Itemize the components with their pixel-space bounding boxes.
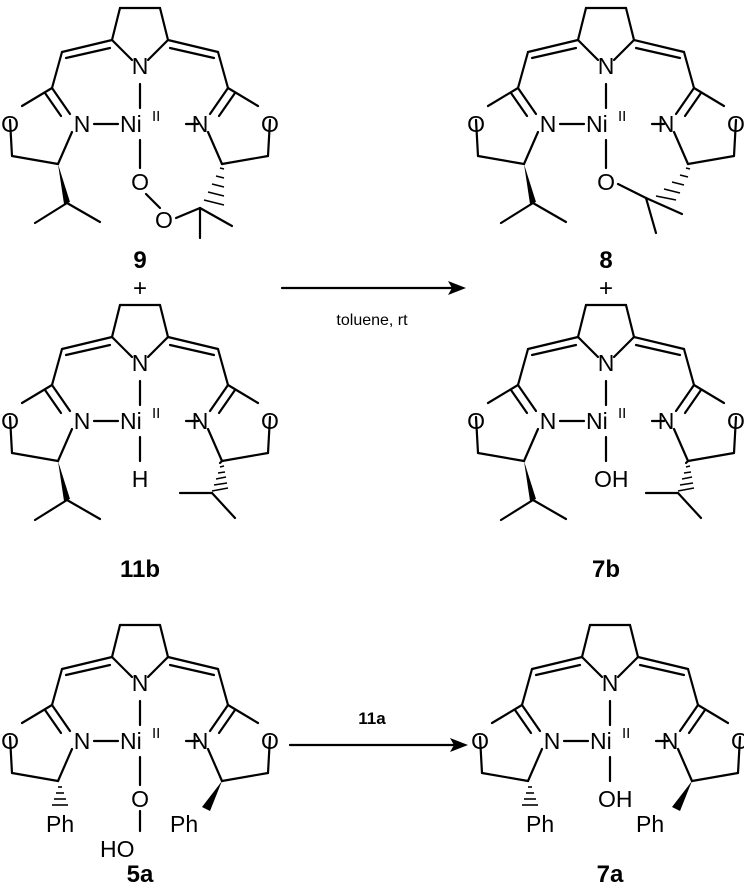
reaction-arrow-bottom: 11a <box>288 709 468 752</box>
compound-8: O 8 <box>465 6 744 274</box>
atom-ph: Ph <box>46 811 74 837</box>
atom-ph: Ph <box>636 811 664 837</box>
atom-oh: OH <box>594 466 629 492</box>
reaction-condition: 11a <box>358 709 386 728</box>
plus-sign: + <box>599 275 613 302</box>
compound-label: 5a <box>127 861 154 888</box>
atom-ho: HO <box>100 836 135 862</box>
compound-label: 7b <box>592 556 620 583</box>
compound-7b: OH 7b <box>465 303 744 583</box>
compound-label: 7a <box>597 861 624 888</box>
compound-11b: H 11b <box>0 303 281 583</box>
compound-label: 9 <box>133 247 146 274</box>
compound-5a: Ph Ph O HO 5a <box>0 623 281 888</box>
atom-o: O <box>131 786 149 812</box>
plus-sign: + <box>133 275 147 302</box>
atom-o: O <box>155 207 173 233</box>
compound-label: 8 <box>599 247 612 274</box>
atom-o: O <box>597 169 615 195</box>
compound-label: 11b <box>120 556 160 583</box>
reaction-arrow-top: toluene, rt <box>280 281 466 329</box>
atom-o: O <box>131 169 149 195</box>
atom-ph: Ph <box>170 811 198 837</box>
compound-9: O O 9 <box>0 6 281 274</box>
atom-ph: Ph <box>526 811 554 837</box>
atom-h: H <box>132 466 149 492</box>
atom-oh: OH <box>598 786 633 812</box>
compound-7a: Ph Ph OH 7a <box>469 623 744 888</box>
reaction-condition: toluene, rt <box>336 312 408 329</box>
